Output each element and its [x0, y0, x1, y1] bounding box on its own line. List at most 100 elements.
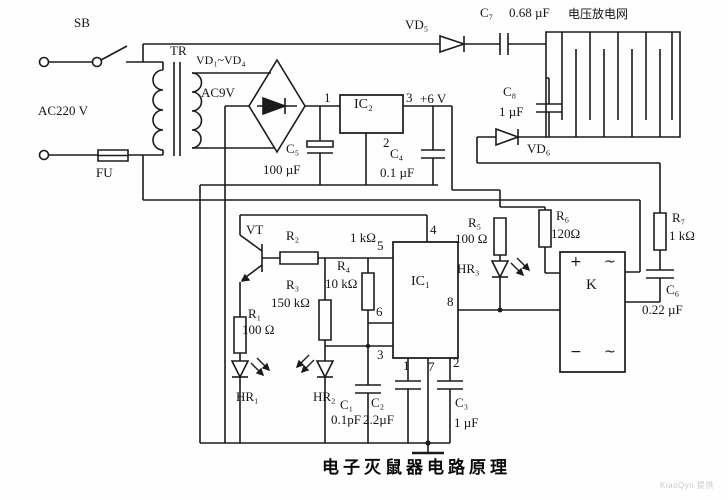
c7-value: 0.68 µF: [509, 5, 550, 20]
bridge-diamond: [249, 60, 305, 152]
c7-cap: [500, 33, 508, 55]
switch-terminal: [93, 58, 102, 67]
ac9v-label: AC9V: [201, 85, 235, 100]
capacitors: [307, 33, 674, 393]
c5-value: 100 µF: [263, 162, 301, 177]
c6-label: C₆: [666, 282, 680, 297]
ic2-pin2-label: 2: [383, 135, 390, 150]
r7-value: 1 kΩ: [669, 228, 695, 243]
k-ac1-terminal: ~: [604, 254, 616, 270]
r5-value: 100 Ω: [455, 231, 488, 246]
c5-label: C₅: [286, 141, 300, 156]
plus6v-label: +6 V: [420, 91, 447, 106]
c2-value: 2.2µF: [363, 412, 394, 427]
terminals: [40, 58, 102, 160]
c3-value: 1 µF: [454, 415, 479, 430]
transformer: [153, 62, 202, 156]
ic1-box: [393, 242, 458, 358]
c3-label: C₃: [455, 395, 469, 410]
grid-frame: [546, 32, 680, 137]
k-label: K: [586, 277, 597, 293]
ic2-pin1-label: 1: [324, 90, 331, 105]
hr2-label: HR₂: [313, 389, 336, 404]
r2-value: 1 kΩ: [350, 230, 376, 245]
r5-body: [494, 218, 506, 255]
r7-body: [654, 213, 666, 250]
r7-label: R₇: [672, 210, 686, 225]
r3-label: R₃: [286, 277, 300, 292]
grid-teeth-top: [562, 32, 672, 120]
r4-body: [362, 273, 374, 310]
resistors: [234, 210, 666, 353]
r1-label: R₁: [248, 306, 262, 321]
ic2-label: IC₂: [354, 97, 373, 112]
c1-value: 0.1pF: [331, 412, 361, 427]
r5-label: R₅: [468, 215, 482, 230]
ic1-pin6-label: 6: [376, 304, 383, 319]
grid-teeth-bottom: [576, 49, 660, 137]
c1-label: C₁: [340, 397, 354, 412]
ic1-pin2-label: 2: [453, 355, 460, 370]
led-light-arrows: [242, 258, 529, 375]
hr1-label: HR₁: [236, 389, 259, 404]
mains-terminal-top: [40, 58, 49, 67]
ic2-pin3-label: 3: [406, 90, 413, 105]
ic2-box: [340, 95, 403, 133]
ic1-label: IC₁: [411, 274, 430, 289]
r3-value: 150 kΩ: [271, 295, 310, 310]
ic1-pin1-label: 1: [403, 358, 410, 373]
hr1-led-icon: [232, 361, 248, 377]
c8-label: C₈: [503, 84, 517, 99]
leds: [232, 261, 508, 377]
vt-label: VT: [246, 222, 264, 237]
r4-label: R₄: [337, 258, 351, 273]
diagram-title: 电子灭鼠器电路原理: [322, 458, 511, 477]
ic1-pin5-label: 5: [377, 238, 384, 253]
hr3-label: HR₃: [457, 261, 480, 276]
vd6-label: VD₆: [527, 141, 551, 156]
sb-label: SB: [74, 15, 90, 30]
c4-label: C₄: [390, 146, 404, 161]
c2-label: C₂: [371, 395, 385, 410]
primary-coil: [153, 70, 163, 150]
r4-value: 10 kΩ: [325, 276, 358, 291]
secondary-coil: [192, 73, 202, 148]
r2-body: [280, 252, 318, 264]
c6-cap: [646, 270, 674, 278]
bridge-label: VD₁~VD₄: [196, 53, 246, 67]
hr3-led-icon: [492, 261, 508, 277]
r6-label: R₆: [556, 208, 570, 223]
ac220-label: AC220 V: [38, 103, 88, 118]
c1-cap: [355, 385, 381, 393]
vd5-label: VD₅: [405, 17, 429, 32]
wiring: [49, 44, 661, 453]
c6-value: 0.22 µF: [642, 302, 683, 317]
tr-label: TR: [170, 43, 187, 58]
bridge-diode-icon: [263, 98, 285, 114]
vd6-diode-icon: [496, 129, 518, 145]
c4-cap: [421, 150, 445, 158]
r1-body: [234, 317, 246, 353]
r6-body: [539, 210, 551, 247]
vd5-diode-icon: [440, 36, 464, 52]
k-plus-terminal: +: [570, 254, 582, 270]
ic1-pin8-label: 8: [447, 294, 454, 309]
junction-dots: [365, 307, 503, 446]
c8-cap: [536, 104, 562, 112]
k-minus-terminal: −: [570, 344, 582, 360]
ic1-pin4-label: 4: [430, 222, 437, 237]
ic1-pin3-label: 3: [377, 347, 384, 362]
ic1-pin7-label: 7: [428, 359, 435, 374]
k-ac2-terminal: ~: [604, 344, 616, 360]
watermark: KiaoQyn 提供: [660, 481, 714, 490]
r6-value: 120Ω: [551, 226, 581, 241]
c8-value: 1 µF: [499, 104, 524, 119]
boxes: [340, 95, 625, 372]
r3-body: [319, 300, 331, 340]
k-relay-box: [560, 252, 625, 372]
c4-value: 0.1 µF: [380, 165, 415, 180]
c3-cap: [437, 381, 463, 389]
hr2-led-icon: [317, 361, 333, 377]
